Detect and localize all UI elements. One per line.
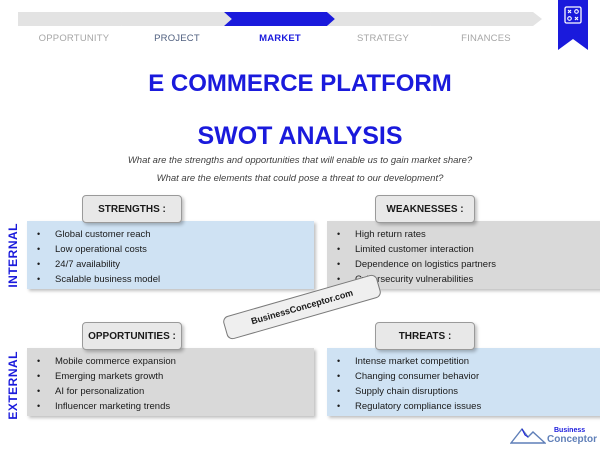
step-chevron-active [224,12,336,26]
step-navigation: OPPORTUNITY PROJECT MARKET STRATEGY FINA… [18,12,542,48]
list-item: Dependence on logistics partners [337,257,600,272]
list-item: Emerging markets growth [37,369,314,384]
list-item: Low operational costs [37,242,314,257]
list-item: AI for personalization [37,384,314,399]
question-opportunities: What are the strengths and opportunities… [127,155,473,166]
step-label-finances: FINANCES [461,33,511,44]
step-opportunity[interactable]: OPPORTUNITY [18,12,130,48]
opportunities-list: Mobile commerce expansion Emerging marke… [27,354,314,414]
list-item: Cybersecurity vulnerabilities [337,272,600,287]
step-label-project: PROJECT [154,33,200,44]
business-conceptor-logo: Business Conceptor [510,424,597,446]
list-item: Regulatory compliance issues [337,399,600,414]
threats-box: Intense market competition Changing cons… [327,348,600,416]
strengths-box: Global customer reach Low operational co… [27,221,314,289]
step-label-market: MARKET [259,33,301,44]
mountain-icon [510,427,546,444]
strategy-board-icon [564,6,582,24]
list-item: High return rates [337,227,600,242]
external-label: EXTERNAL [2,345,24,425]
internal-label-text: INTERNAL [6,222,20,288]
list-item: Scalable business model [37,272,314,287]
list-item: Global customer reach [37,227,314,242]
step-project[interactable]: PROJECT [121,12,233,48]
threats-heading: THREATS : [375,322,475,350]
list-item: Influencer marketing trends [37,399,314,414]
step-finances[interactable]: FINANCES [430,12,542,48]
page-title: E COMMERCE PLATFORM [148,70,452,97]
step-strategy[interactable]: STRATEGY [327,12,439,48]
opportunities-heading: OPPORTUNITIES : [82,322,182,350]
step-chevron [430,12,542,26]
step-label-opportunity: OPPORTUNITY [38,33,110,44]
step-market[interactable]: MARKET [224,12,336,48]
list-item: Mobile commerce expansion [37,354,314,369]
list-item: Limited customer interaction [337,242,600,257]
bookmark-badge[interactable] [558,0,588,50]
weaknesses-list: High return rates Limited customer inter… [327,227,600,287]
threats-list: Intense market competition Changing cons… [327,354,600,414]
step-label-strategy: STRATEGY [356,33,410,44]
external-label-text: EXTERNAL [6,350,20,420]
logo-text-line1: Business [554,427,586,434]
step-chevron [121,12,233,26]
list-item: Intense market competition [337,354,600,369]
step-chevron [18,12,130,26]
question-threats: What are the elements that could pose a … [156,173,444,184]
list-item: 24/7 availability [37,257,314,272]
swot-heading: SWOT ANALYSIS [197,122,403,150]
list-item: Changing consumer behavior [337,369,600,384]
strengths-list: Global customer reach Low operational co… [27,227,314,287]
logo-text-line2: Conceptor [547,434,597,445]
strengths-heading: STRENGTHS : [82,195,182,223]
list-item: Supply chain disruptions [337,384,600,399]
step-chevron [327,12,439,26]
opportunities-box: Mobile commerce expansion Emerging marke… [27,348,314,416]
weaknesses-heading: WEAKNESSES : [375,195,475,223]
internal-label: INTERNAL [2,220,24,290]
